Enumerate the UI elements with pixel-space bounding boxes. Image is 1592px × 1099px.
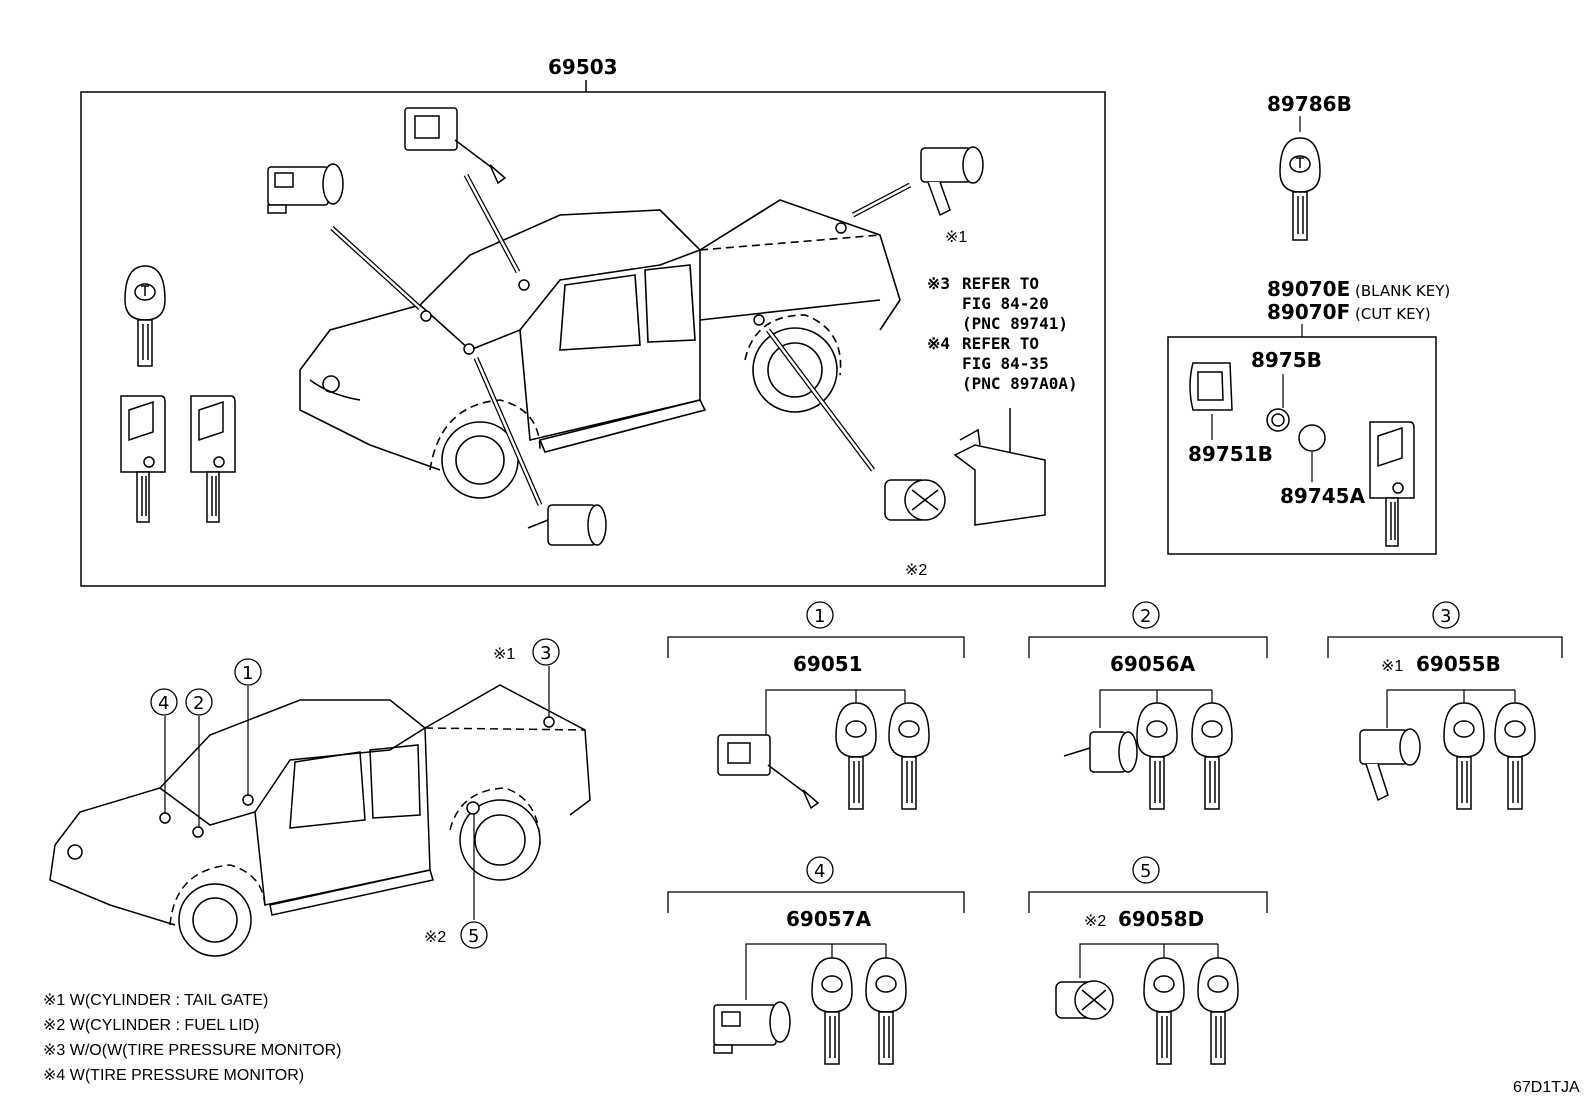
ref-3-line2: FIG 84-20 [962, 294, 1049, 313]
group-4: 4 69057A [667, 856, 965, 1065]
remote-key-2-icon [190, 395, 236, 523]
ref-4-line2: FIG 84-35 [962, 354, 1049, 373]
group-1: 1 69051 [667, 601, 965, 810]
cut-key-part-number: 89070F [1267, 300, 1350, 324]
smart-key-remote-icon [1369, 421, 1415, 547]
svg-text:4: 4 [158, 693, 169, 714]
svg-text:※2: ※2 [424, 929, 446, 946]
key-89786B-icon [1279, 137, 1321, 241]
small-truck-leaders [164, 666, 550, 920]
svg-text:3: 3 [1440, 606, 1451, 627]
assembly-box [80, 91, 1106, 587]
ref-3-line3: (PNC 89741) [962, 314, 1068, 333]
svg-text:2: 2 [193, 693, 204, 714]
blank-key-part-number: 89070E [1267, 277, 1350, 301]
group-3-part-number: 69055B [1416, 652, 1501, 676]
tailgate-cylinder-icon [920, 146, 984, 217]
truck-callout-2: 2 [185, 688, 213, 716]
ref-3-mark: ※3 [927, 274, 950, 293]
pickup-truck-drawing [299, 199, 901, 499]
small-pickup-truck-drawing [49, 684, 591, 957]
svg-text:2: 2 [1140, 606, 1151, 627]
part-89745A: 89745A [1280, 484, 1366, 508]
note-4: ※4 W(TIRE PRESSURE MONITOR) [43, 1067, 304, 1084]
svg-text:1: 1 [242, 663, 253, 684]
cut-key-note: (CUT KEY) [1355, 305, 1431, 323]
group-3: 3 ※1 69055B [1327, 601, 1563, 810]
truck-callout-4: 4 [150, 688, 178, 716]
truck-callout-5: ※2 5 [424, 921, 488, 949]
smart-key-box [1167, 336, 1437, 555]
mark-2-label: ※2 [905, 562, 927, 579]
truck-callout-3: ※1 3 [493, 638, 560, 666]
door-lock-actuator-icon [404, 107, 507, 185]
ignition-cylinder-icon [267, 163, 344, 214]
svg-text:1: 1 [814, 606, 825, 627]
group-1-part-number: 69051 [793, 652, 863, 676]
location-dots [420, 222, 847, 355]
ref-4-line3: (PNC 897A0A) [962, 374, 1078, 393]
group-5-prefix: ※2 [1084, 913, 1106, 930]
note-2: ※2 W(CYLINDER : FUEL LID) [43, 1017, 259, 1034]
svg-text:5: 5 [1140, 861, 1151, 882]
note-3: ※3 W/O(W(TIRE PRESSURE MONITOR) [43, 1042, 341, 1059]
group-4-part-number: 69057A [786, 907, 872, 931]
door-cylinder-icon [527, 504, 607, 546]
fuel-lid-cylinder-icon [884, 479, 946, 521]
mark-1-label: ※1 [945, 229, 967, 246]
transponder-key-icon [124, 265, 166, 367]
assembly-part-number: 69503 [548, 55, 618, 79]
group-5: 5 ※2 69058D [1028, 856, 1268, 1065]
part-89751B: 89751B [1188, 442, 1273, 466]
svg-text:5: 5 [468, 926, 479, 947]
o-ring-icon [1266, 408, 1290, 432]
group-3-prefix: ※1 [1381, 658, 1403, 675]
svg-text:※1: ※1 [493, 646, 515, 663]
part-8975B: 8975B [1251, 348, 1322, 372]
ref-3-line1: REFER TO [962, 274, 1039, 293]
blank-key-note: (BLANK KEY) [1355, 282, 1450, 300]
ref-4-mark: ※4 [927, 334, 950, 353]
svg-text:3: 3 [540, 643, 551, 664]
truck-callout-1: 1 [234, 658, 262, 686]
remote-key-1-icon [120, 395, 166, 523]
group-5-part-number: 69058D [1118, 907, 1204, 931]
note-1: ※1 W(CYLINDER : TAIL GATE) [43, 992, 268, 1009]
group-2: 2 69056A [1028, 601, 1268, 810]
battery-icon [1298, 424, 1326, 452]
small-truck-dots [159, 716, 555, 838]
ref-4-line1: REFER TO [962, 334, 1039, 353]
diagram-code: 67D1TJA [1513, 1079, 1580, 1096]
key-cover-icon [1189, 362, 1233, 411]
group-2-part-number: 69056A [1110, 652, 1196, 676]
svg-text:4: 4 [814, 861, 825, 882]
key-89786B-part-number: 89786B [1267, 92, 1352, 116]
tire-pressure-module-icon [953, 408, 1046, 526]
